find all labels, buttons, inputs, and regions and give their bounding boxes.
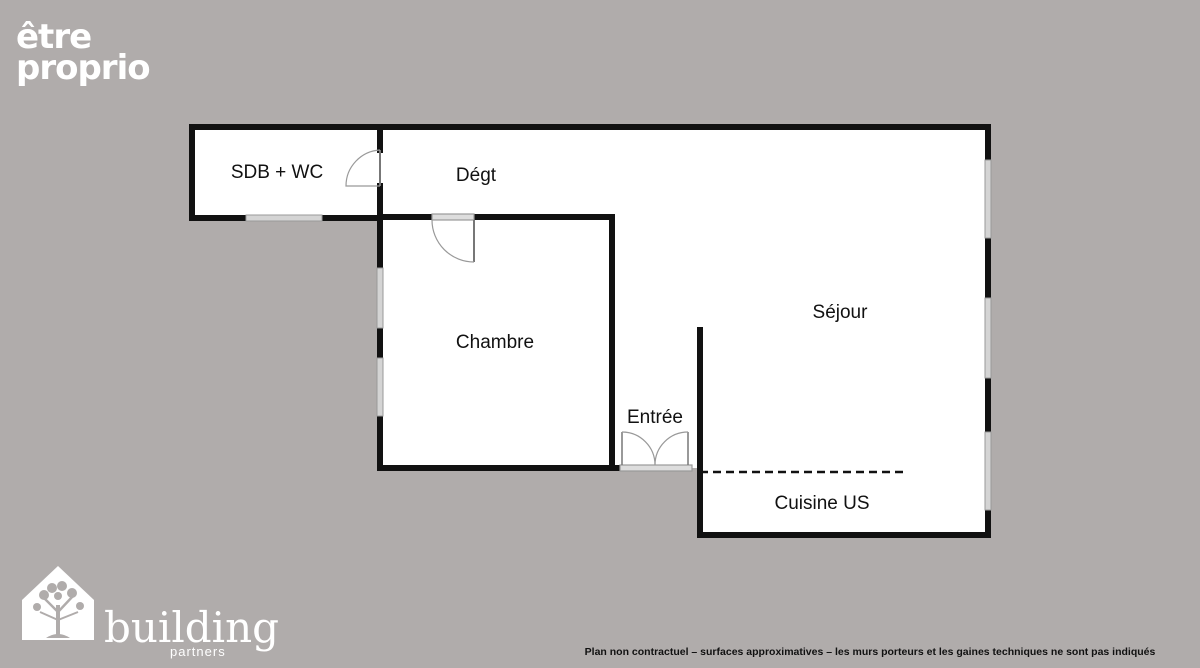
doors xyxy=(345,149,693,472)
label-cuisine-us: Cuisine US xyxy=(774,493,869,514)
label-degt: Dégt xyxy=(456,165,497,186)
walls xyxy=(189,124,991,538)
logo-proprio-text: proprio xyxy=(16,48,150,88)
label-sdb-wc: SDB + WC xyxy=(231,162,323,183)
logo-building-text: building xyxy=(104,603,279,652)
tree-house-icon xyxy=(22,566,94,640)
window-sejour-1 xyxy=(984,159,992,239)
door-entree xyxy=(619,431,693,472)
window-chambre-2 xyxy=(376,357,384,417)
building-partners-logo: building partners xyxy=(22,566,279,659)
logo-partners-text: partners xyxy=(170,644,226,659)
door-chambre xyxy=(431,213,475,263)
logo-etre-text: être xyxy=(16,17,91,57)
etre-proprio-logo: être proprio xyxy=(16,17,151,88)
window-sdb xyxy=(245,214,323,222)
window-chambre-1 xyxy=(376,267,384,329)
label-chambre: Chambre xyxy=(456,332,534,353)
disclaimer-text: Plan non contractuel – surfaces approxim… xyxy=(584,646,1156,658)
label-entree: Entrée xyxy=(627,407,683,428)
window-sejour-3 xyxy=(984,431,992,511)
label-sejour: Séjour xyxy=(813,302,869,323)
windows xyxy=(245,159,992,511)
door-sdb xyxy=(345,149,381,187)
floor-area xyxy=(192,127,988,535)
room-labels: SDB + WC Dégt Chambre Séjour Entrée Cuis… xyxy=(231,162,870,514)
window-sejour-2 xyxy=(984,297,992,379)
